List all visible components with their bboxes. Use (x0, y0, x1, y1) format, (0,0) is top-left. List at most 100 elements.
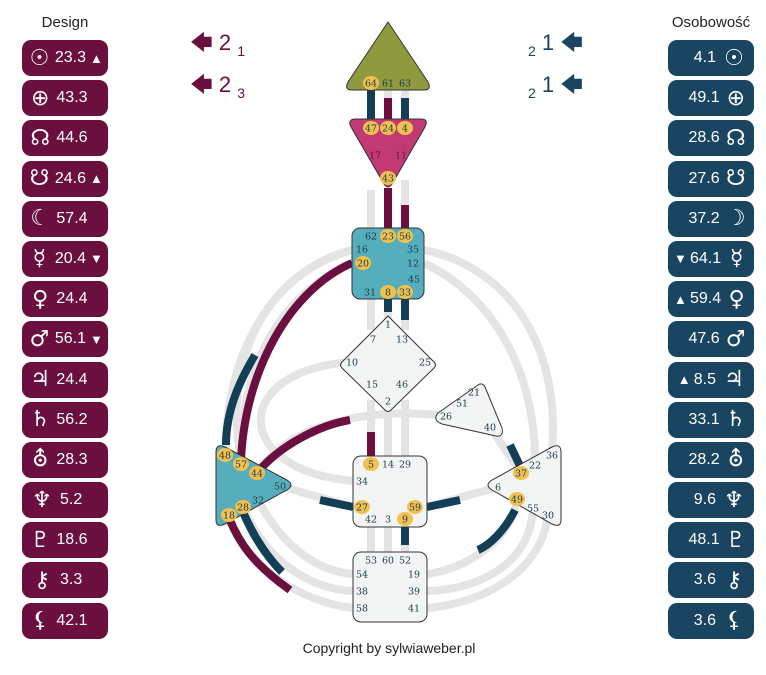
solar-plexus-center (487, 445, 562, 526)
planet-row-pluto: ♇18.6 (22, 522, 108, 559)
arrow-left-icon: 🡄 (560, 30, 584, 55)
gate-active-marker (397, 285, 413, 299)
gate-3: 3 (385, 515, 391, 526)
design-variables: 🡄 2 1 🡄 2 3 (190, 26, 245, 106)
personality-panel: 4.1☉49.1⊕28.6☊27.6☋37.2☽▼64.1☿▲59.4♀47.6… (668, 40, 754, 643)
planet-row-neptune: 9.6 ♆ (668, 482, 754, 519)
planet-row-south-node: ☋24.6▲ (22, 160, 108, 197)
gate-39: 39 (408, 587, 420, 598)
gate-36: 36 (546, 451, 558, 462)
gate-line-value: 27.6 (688, 169, 720, 187)
gate-34: 34 (356, 477, 368, 488)
design-title: Design (41, 14, 89, 31)
sun-icon: ☉ (724, 45, 744, 71)
gate-22: 22 (529, 461, 541, 472)
gate-55: 55 (527, 504, 539, 515)
gate-line-value: 59.4 (690, 290, 722, 308)
planet-row-jupiter: ▲8.5♃ (668, 361, 754, 398)
gate-active-marker (363, 121, 379, 135)
gate-48: 48 (219, 451, 231, 462)
gate-29: 29 (399, 460, 411, 471)
mars-icon: ♂ (725, 326, 746, 352)
planet-row-chiron: ⚷3.3 (22, 562, 108, 599)
gate-active-marker (354, 500, 370, 514)
gate-active-marker (217, 448, 233, 462)
planet-row-moon: ☾57.4 (22, 200, 108, 237)
copyright: Copyright by sylwiaweber.pl (302, 640, 476, 656)
planet-row-lilith: 3.6⚸ (668, 602, 754, 639)
gate-line-value: 48.1 (688, 531, 720, 549)
gate-1: 1 (385, 320, 391, 331)
moon-icon: ☽ (725, 206, 746, 232)
mercury-icon: ☿ (729, 246, 744, 272)
variable-row: 🡄 2 3 (190, 72, 246, 101)
planet-row-south-node: 27.6☋ (668, 160, 754, 197)
gate-28: 28 (237, 503, 249, 514)
gate-active-marker (397, 121, 413, 135)
gate-63: 63 (399, 79, 411, 90)
sun-icon: ☉ (29, 45, 50, 71)
gate-active-marker (397, 512, 413, 526)
planet-row-uranus: 28.2⛢ (668, 441, 754, 478)
g-center (340, 315, 436, 412)
gate-line-value: 24.4 (56, 370, 88, 388)
moon-icon: ☾ (30, 206, 51, 232)
gate-12: 12 (407, 259, 419, 270)
gate-17: 17 (369, 151, 381, 162)
neptune-icon: ♆ (724, 487, 744, 513)
gate-14: 14 (382, 460, 394, 471)
gate-41: 41 (408, 604, 420, 615)
jupiter-icon: ♃ (724, 367, 744, 392)
gate-47: 47 (365, 124, 377, 135)
chiron-icon: ⚷ (33, 567, 51, 593)
variable-row: 🡄 2 1 (190, 30, 246, 59)
design-panel: ☉23.3▲⊕43.3☊44.6☋24.6▲☾57.4☿20.4▼♀24.4♂5… (22, 40, 108, 643)
triangle-down-icon: ▼ (90, 251, 103, 267)
head-center (346, 21, 430, 91)
arrow-left-icon: 🡄 (560, 72, 584, 97)
saturn-icon: ♄ (30, 407, 51, 433)
variable-row: 2 1 🡄 (528, 30, 584, 59)
gate-line-value: 9.6 (693, 491, 716, 509)
pluto-icon: ♇ (725, 527, 746, 553)
gate-5: 5 (368, 460, 374, 471)
planet-row-mercury: ▼64.1☿ (668, 240, 754, 277)
gate-line-value: 47.6 (688, 330, 720, 348)
gate-45: 45 (408, 275, 420, 286)
pluto-icon: ♇ (30, 527, 51, 553)
planet-row-uranus: ⛢28.3 (22, 441, 108, 478)
gate-61: 61 (382, 79, 394, 90)
gate-active-marker (380, 121, 396, 135)
gate-64: 64 (365, 79, 377, 90)
triangle-up-icon: ▲ (677, 372, 691, 387)
gate-active-marker (509, 492, 525, 506)
gate-line-value: 4.1 (693, 49, 716, 66)
active-channels (222, 90, 525, 594)
gate-active-marker (380, 171, 396, 185)
gate-active-marker (407, 500, 423, 514)
gate-54: 54 (356, 570, 368, 581)
planet-row-jupiter: ♃24.4 (22, 361, 108, 398)
gate-62: 62 (365, 232, 377, 243)
lilith-icon: ⚸ (725, 608, 743, 634)
heart-center (435, 383, 503, 437)
gate-40: 40 (484, 423, 496, 434)
gate-line-value: 44.6 (56, 129, 88, 147)
gate-active-marker (355, 256, 371, 270)
gate-11: 11 (395, 151, 407, 162)
gate-9: 9 (402, 515, 408, 526)
gate-46: 46 (396, 380, 408, 391)
arrow-left-icon: 🡄 (190, 72, 213, 97)
gate-26: 26 (440, 412, 452, 423)
saturn-icon: ♄ (725, 407, 746, 433)
chiron-icon: ⚷ (725, 567, 743, 593)
gate-active-marker (221, 508, 237, 522)
planet-row-mercury: ☿20.4▼ (22, 240, 108, 277)
planet-row-neptune: ♆5.2 (22, 482, 108, 519)
gate-line-value: 5.2 (60, 491, 83, 509)
gate-25: 25 (419, 358, 431, 369)
planet-row-sun: ☉23.3▲ (22, 40, 108, 76)
gate-line-value: 23.3 (54, 49, 86, 66)
south-node-icon: ☋ (29, 166, 50, 192)
gate-38: 38 (356, 587, 368, 598)
